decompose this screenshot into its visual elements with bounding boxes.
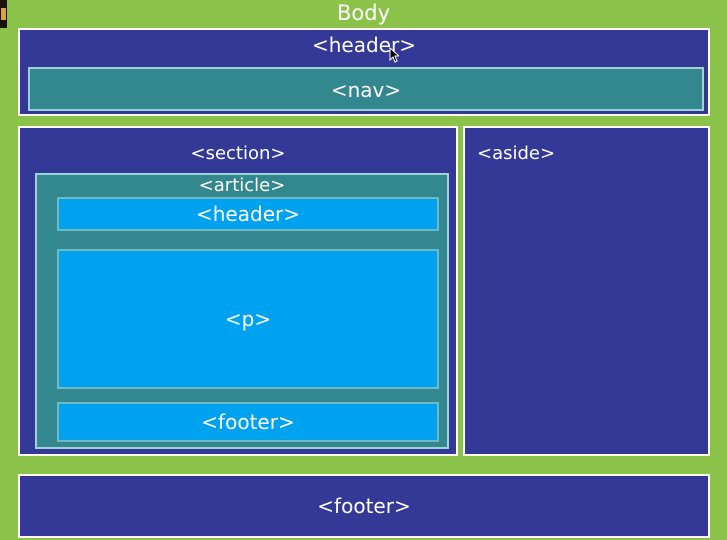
window-edge-graphic — [0, 0, 7, 28]
article-label: <article> — [198, 175, 286, 196]
article-footer-block: <footer> — [57, 402, 439, 442]
page-footer-label: <footer> — [317, 494, 411, 518]
aside-block: <aside> — [463, 126, 710, 456]
page-footer-block: <footer> — [18, 474, 710, 538]
section-block: <section> <article> <header> <p> <footer… — [18, 126, 458, 456]
article-footer-label: <footer> — [201, 410, 295, 434]
article-block: <article> <header> <p> <footer> — [35, 173, 449, 449]
article-header-label: <header> — [196, 202, 300, 226]
section-label: <section> — [190, 143, 286, 164]
mouse-cursor-icon — [389, 47, 399, 63]
paragraph-label: <p> — [224, 307, 272, 331]
article-header-block: <header> — [57, 197, 439, 231]
paragraph-block: <p> — [57, 249, 439, 389]
page-header-block: <header> <nav> — [18, 28, 710, 116]
body-label: Body — [336, 1, 390, 25]
aside-label: <aside> — [477, 143, 556, 164]
page-header-label: <header> — [312, 33, 416, 57]
nav-label: <nav> — [330, 78, 402, 102]
nav-block: <nav> — [28, 67, 704, 111]
